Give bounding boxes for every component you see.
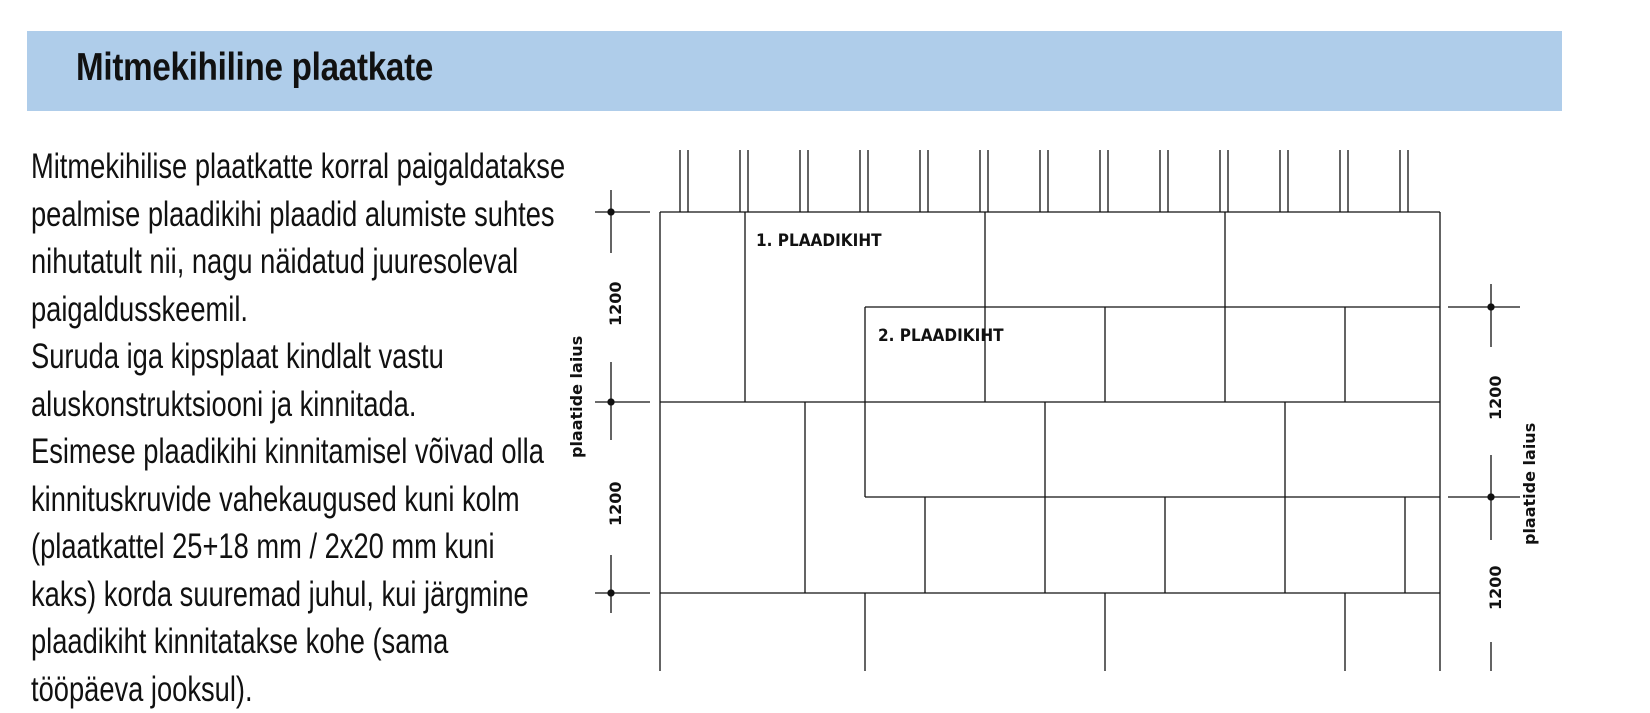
board-grid [660, 212, 1440, 671]
right-dimension-line [1448, 284, 1520, 671]
body-line: tööpäeva jooksul). [31, 666, 577, 713]
stud-lines [680, 150, 1408, 212]
right-dim-top: 1200 [1486, 375, 1505, 420]
left-dim-bottom: 1200 [606, 481, 625, 526]
left-dimension-line [595, 190, 650, 613]
layer1-label: 1. PLAADIKIHT [756, 231, 882, 251]
right-dim-bottom: 1200 [1486, 565, 1505, 610]
left-dim-caption: plaatide laius [567, 336, 586, 458]
left-dim-top: 1200 [606, 281, 625, 326]
layer2-label: 2. PLAADIKIHT [878, 326, 1004, 346]
right-dim-caption: plaatide laius [1520, 423, 1539, 545]
installation-scheme-diagram: 1. PLAADIKIHT 2. PLAADIKIHT 1200 plaatid… [0, 0, 1650, 671]
